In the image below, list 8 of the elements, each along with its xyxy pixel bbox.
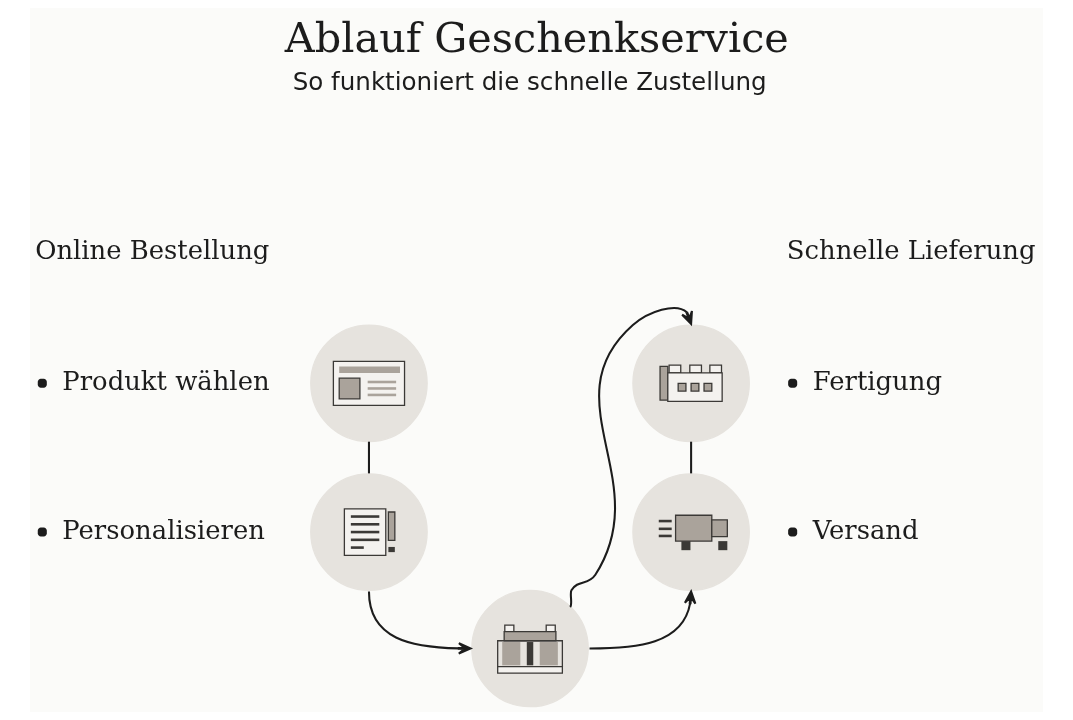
node-label: Produkt wählen (62, 365, 270, 396)
node-label: Fertigung (812, 365, 942, 396)
label: Schnelle Lieferung (786, 235, 1036, 266)
label: So funktioniert die schnelle Zustellung (292, 66, 767, 96)
node-label: Versand (812, 514, 919, 545)
node-label: Personalisieren (62, 514, 265, 545)
label: Online Bestellung (35, 235, 270, 266)
diagram-title: Ablauf Geschenkservice (284, 13, 789, 62)
